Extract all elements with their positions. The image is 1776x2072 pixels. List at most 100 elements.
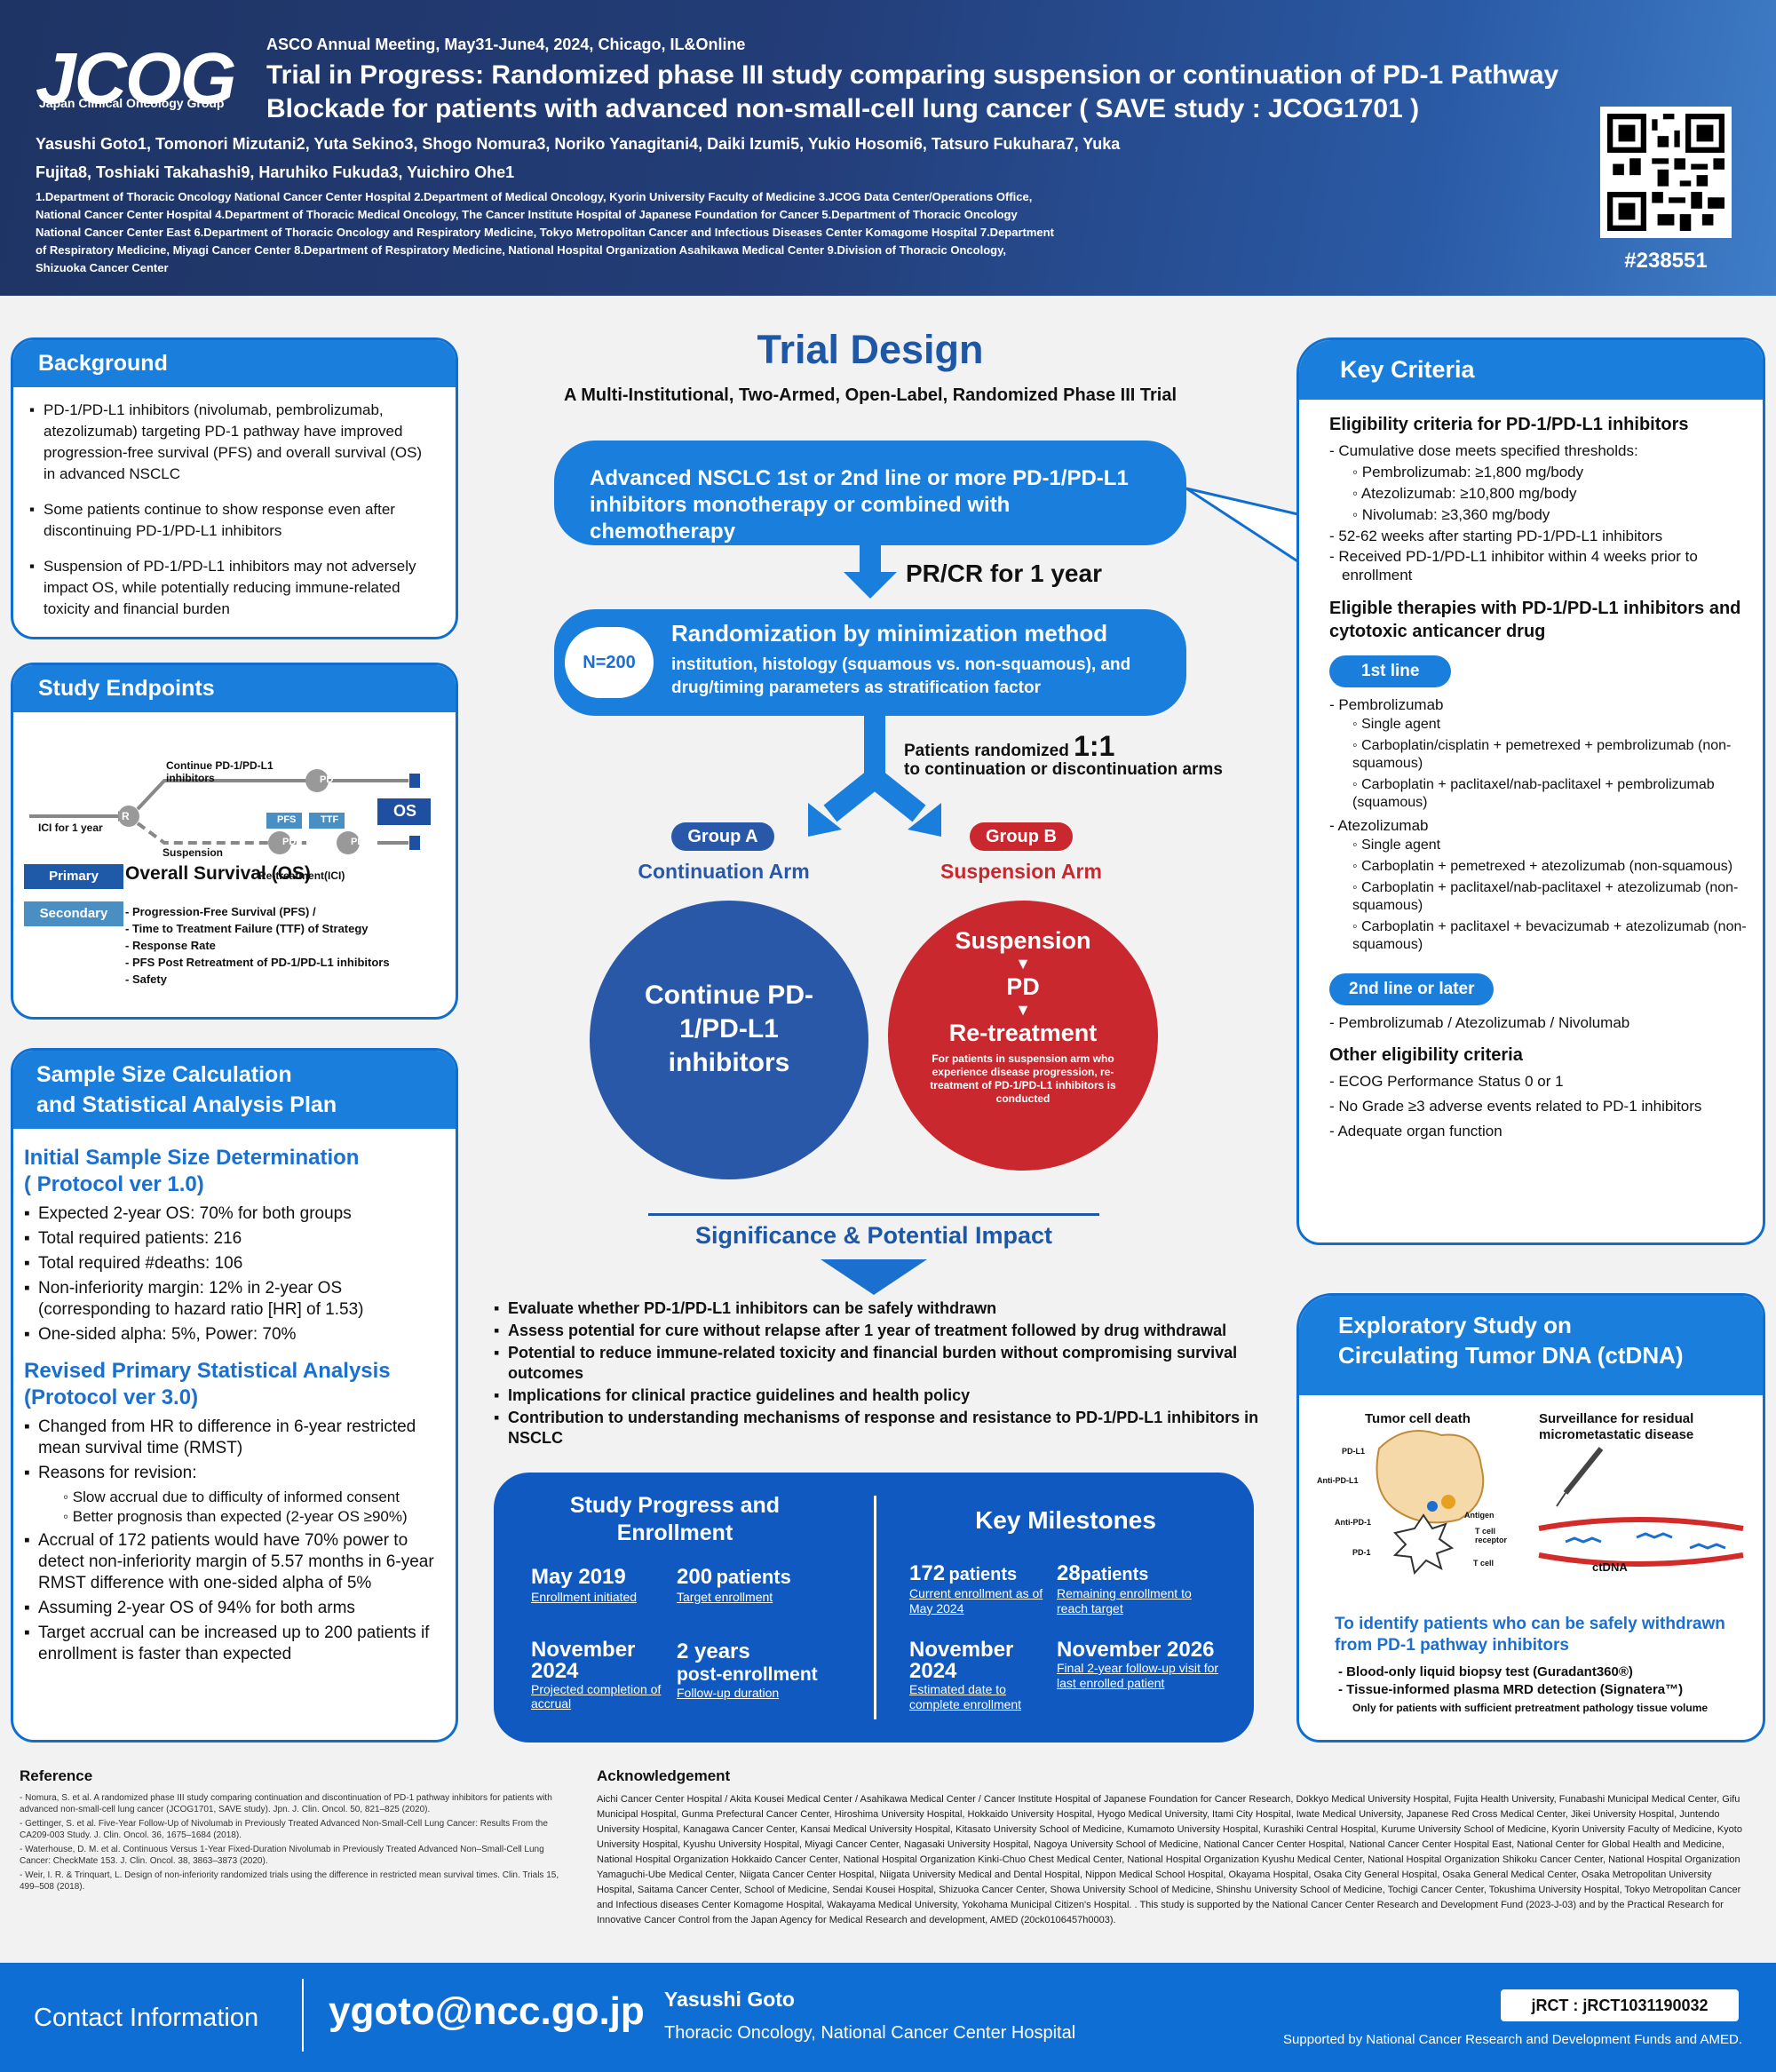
secondary-item: - Progression-Free Survival (PFS) / bbox=[125, 905, 316, 918]
revised-heading: Revised Primary Statistical Analysis(Pro… bbox=[24, 1359, 391, 1409]
dose-item: ◦ Nivolumab: ≥3,360 mg/body bbox=[1352, 506, 1550, 523]
secondary-list: - Progression-Free Survival (PFS) / - Ti… bbox=[125, 903, 390, 988]
criteria-item: - Cumulative dose meets specified thresh… bbox=[1329, 442, 1638, 459]
down-arrow-icon bbox=[844, 545, 897, 599]
pd-node: PD bbox=[320, 774, 334, 785]
jcog-logo: JCOG bbox=[36, 38, 236, 119]
reference-title: Reference bbox=[20, 1767, 93, 1784]
significance-item: Assess potential for cure without relaps… bbox=[494, 1321, 1275, 1341]
poster-title: Trial in Progress: Randomized phase III … bbox=[266, 60, 1559, 123]
exploratory-goal: To identify patients who can be safely w… bbox=[1335, 1615, 1725, 1655]
exploratory-list: - Blood-only liquid biopsy test (Guradan… bbox=[1338, 1663, 1756, 1717]
initial-item: Total required patients: 216 bbox=[24, 1228, 443, 1250]
ack-text: Aichi Cancer Center Hospital / Akita Kou… bbox=[597, 1794, 1742, 1925]
tcell-label: T cell bbox=[1473, 1559, 1495, 1568]
sample-size-panel: Sample Size Calculation and Statistical … bbox=[11, 1048, 458, 1743]
therapies-heading: Eligible therapies with PD-1/PD-L1 inhib… bbox=[1329, 599, 1741, 641]
arrow-icon: ▼ bbox=[1015, 955, 1031, 972]
randomization-title: Randomization by minimization method bbox=[671, 620, 1108, 647]
regimen-item: ◦ Single agent bbox=[1352, 717, 1441, 732]
pdl1-label: PD-L1 bbox=[1342, 1447, 1366, 1456]
milestones-title: Key Milestones bbox=[975, 1506, 1156, 1534]
significance-item: Potential to reduce immune-related toxic… bbox=[494, 1343, 1275, 1384]
callout-pointer bbox=[1186, 487, 1302, 566]
group-a-badge: Group A bbox=[671, 822, 774, 851]
regimen-item: ◦ Carboplatin + paclitaxel/nab-paclitaxe… bbox=[1352, 777, 1715, 810]
os-tag: OS bbox=[393, 802, 417, 820]
trial-design-title: Trial Design bbox=[757, 327, 984, 372]
tcr-label: T cell receptor bbox=[1475, 1527, 1508, 1544]
divider bbox=[648, 1213, 1099, 1216]
anti-pdl1-label: Anti-PD-L1 bbox=[1317, 1476, 1359, 1485]
contact-email[interactable]: ygoto@ncc.go.jp bbox=[329, 1989, 645, 2033]
revised-item: Assuming 2-year OS of 94% for both arms bbox=[24, 1598, 443, 1619]
contact-name: Yasushi Goto bbox=[664, 1988, 795, 2011]
secondary-item: - Safety bbox=[125, 972, 167, 986]
first-line-badge: 1st line bbox=[1329, 655, 1452, 687]
exploratory-item: - Blood-only liquid biopsy test (Guradan… bbox=[1338, 1664, 1633, 1679]
footer-bar bbox=[0, 1963, 1776, 2072]
pd-node: PD bbox=[351, 837, 365, 847]
population-box: Advanced NSCLC 1st or 2nd line or more P… bbox=[554, 441, 1186, 545]
drug-name: - Atezolizumab bbox=[1329, 817, 1429, 834]
secondary-item: - PFS Post Retreatment of PD-1/PD-L1 inh… bbox=[125, 956, 390, 969]
suspension-circle: Suspension ▼ PD ▼ Re-treatment For patie… bbox=[888, 901, 1158, 1171]
reference-item: - Gettinger, S. et al. Five-Year Follow-… bbox=[20, 1819, 548, 1840]
initial-list: Expected 2-year OS: 70% for both groups … bbox=[24, 1203, 443, 1346]
conference-info: ASCO Annual Meeting, May31-June4, 2024, … bbox=[266, 36, 746, 53]
significance-item: Implications for clinical practice guide… bbox=[494, 1385, 1275, 1406]
group-b-arm: Suspension Arm bbox=[940, 860, 1102, 883]
ttf-tag: TTF bbox=[321, 814, 339, 825]
exploratory-note: Only for patients with sufficient pretre… bbox=[1352, 1702, 1709, 1714]
criteria-heading: Eligibility criteria for PD-1/PD-L1 inhi… bbox=[1329, 415, 1689, 434]
endpoints-panel: Study Endpoints ICI for 1 year R Continu… bbox=[11, 663, 458, 1020]
continue-label: Continue PD-1/PD-L1 inhibitors bbox=[166, 759, 274, 784]
criteria-title: Key Criteria bbox=[1299, 340, 1763, 400]
drug-name: - Pembrolizumab bbox=[1329, 696, 1444, 713]
prcr-label: PR/CR for 1 year bbox=[906, 560, 1102, 587]
antigen-label: Antigen bbox=[1464, 1511, 1495, 1520]
continue-circle: Continue PD-1/PD-L1 inhibitors bbox=[590, 901, 868, 1179]
icf-label: ICI for 1 year bbox=[38, 822, 103, 834]
ack-title: Acknowledgement bbox=[597, 1767, 731, 1784]
divider bbox=[874, 1496, 876, 1719]
reference-list: - Nomura, S. et al. A randomized phase I… bbox=[20, 1792, 570, 1893]
poster-id: #238551 bbox=[1624, 249, 1708, 273]
ratio-text: Patients randomized 1:1 bbox=[904, 730, 1115, 762]
reason-item: ◦ Better prognosis than expected (2-year… bbox=[63, 1508, 408, 1525]
qr-code-icon bbox=[1607, 114, 1724, 231]
dose-item: ◦ Pembrolizumab: ≥1,800 mg/body bbox=[1352, 464, 1584, 480]
group-b-badge: Group B bbox=[970, 822, 1073, 851]
reasons-sublist: ◦ Slow accrual due to difficulty of info… bbox=[24, 1488, 443, 1527]
reference-item: - Weir, I. R. & Trinquart, L. Design of … bbox=[20, 1870, 559, 1892]
pem-list: ◦ Single agent ◦ Carboplatin/cisplatin +… bbox=[1329, 716, 1750, 812]
initial-heading: Initial Sample Size Determination( Proto… bbox=[24, 1146, 360, 1196]
criteria-item: - Adequate organ function bbox=[1329, 1123, 1502, 1139]
retreatment-label: Re-treatment(ICI) bbox=[258, 869, 345, 882]
qr-code[interactable] bbox=[1600, 107, 1732, 238]
endpoints-diagram bbox=[29, 769, 431, 854]
regimen-item: ◦ Single agent bbox=[1352, 838, 1441, 853]
background-item: Some patients continue to show response … bbox=[29, 499, 436, 542]
regimen-item: ◦ Carboplatin + paclitaxel + bevacizumab… bbox=[1352, 919, 1747, 952]
contact-label: Contact Information bbox=[34, 2004, 259, 2032]
regimen-item: ◦ Carboplatin + paclitaxel/nab-paclitaxe… bbox=[1352, 880, 1739, 913]
criteria-item: - 52-62 weeks after starting PD-1/PD-L1 … bbox=[1329, 528, 1663, 544]
secondary-item: - Time to Treatment Failure (TTF) of Str… bbox=[125, 922, 369, 935]
revised-list-2: Accrual of 172 patients would have 70% p… bbox=[24, 1530, 443, 1665]
secondary-tag: Secondary bbox=[24, 901, 123, 926]
initial-item: Expected 2-year OS: 70% for both groups bbox=[24, 1203, 443, 1225]
revised-item: Changed from HR to difference in 6-year … bbox=[24, 1417, 443, 1459]
divider bbox=[302, 1979, 304, 2052]
progress-title: Study Progress and Enrollment bbox=[569, 1493, 781, 1545]
primary-endpoint: Overall Survival (OS) bbox=[125, 863, 311, 884]
dose-item: ◦ Atezolizumab: ≥10,800 mg/body bbox=[1352, 485, 1577, 502]
